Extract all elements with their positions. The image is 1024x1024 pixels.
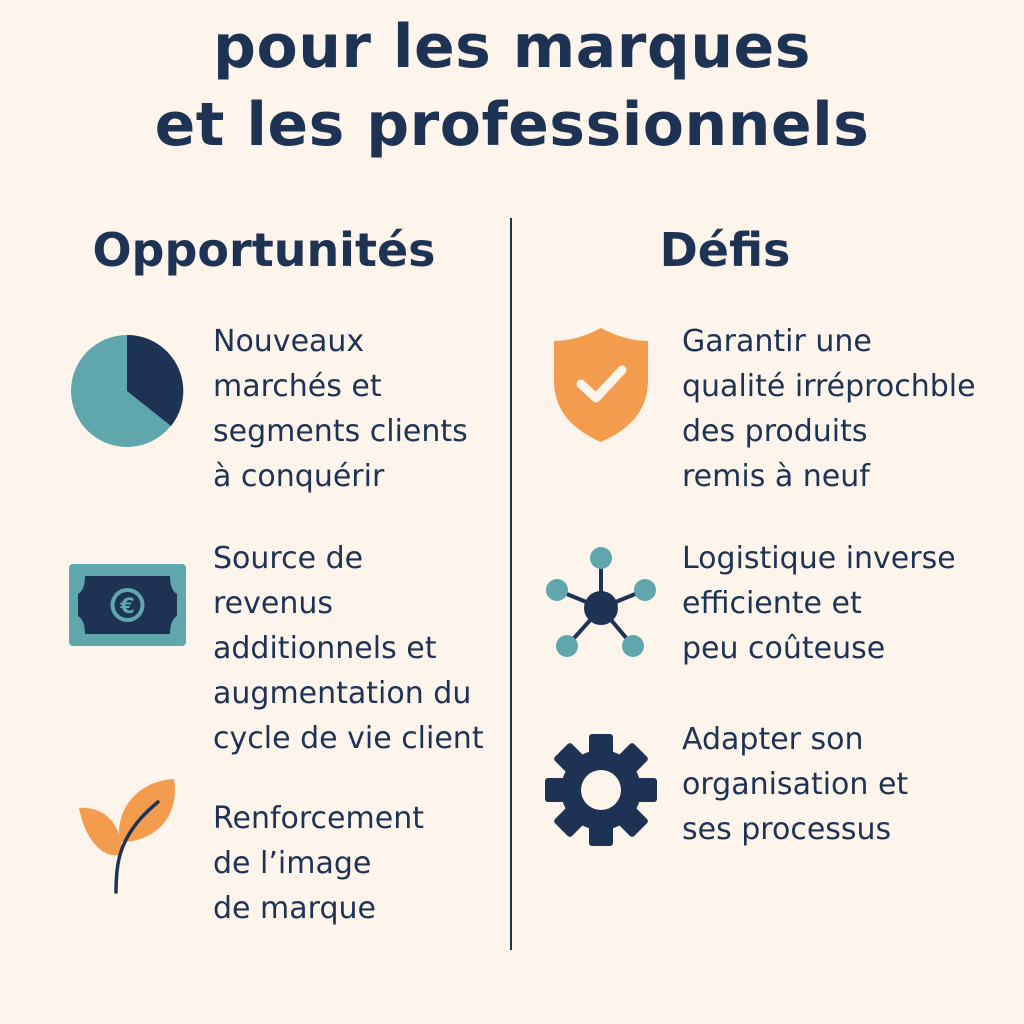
opportunity-3-line-3: de marque (213, 891, 376, 926)
challenge-1-line-2: qualité irréprochble (682, 369, 976, 404)
euro-banknote-icon: € (69, 564, 186, 646)
leaf-sprout-icon (76, 776, 180, 894)
opportunity-2-line-4: augmentation du (213, 676, 472, 711)
challenges-heading: Défis (659, 223, 791, 277)
challenge-item-quality: Garantir une qualité irréprochble des pr… (682, 319, 976, 499)
opportunity-2-line-5: cycle de vie client (213, 721, 484, 756)
challenge-1-line-1: Garantir une (682, 324, 872, 359)
opportunity-2-line-2: revenus (213, 586, 333, 621)
opportunity-2-line-3: additionnels et (213, 631, 437, 666)
opportunity-item-brand-image: Renforcement de l’image de marque (213, 796, 424, 931)
column-divider (510, 218, 512, 950)
challenge-1-line-3: des produits (682, 414, 868, 449)
opportunity-2-line-1: Source de (213, 541, 364, 576)
gear-icon (545, 734, 657, 846)
challenge-2-line-3: peu coûteuse (682, 631, 886, 666)
opportunity-1-line-4: à conquérir (213, 459, 385, 494)
opportunity-1-line-3: segments clients (213, 414, 468, 449)
challenge-2-line-2: efficiente et (682, 586, 862, 621)
opportunity-item-revenue: Source de revenus additionnels et augmen… (213, 536, 484, 761)
challenge-item-organisation: Adapter son organisation et ses processu… (682, 717, 908, 852)
challenge-item-logistics: Logistique inverse efficiente et peu coû… (682, 536, 956, 671)
opportunities-heading: Opportunités (92, 223, 436, 277)
challenge-3-line-1: Adapter son (682, 722, 864, 757)
opportunity-3-line-2: de l’image (213, 846, 372, 881)
opportunity-1-line-2: marchés et (213, 369, 382, 404)
title-line-2: et les professionnels (154, 90, 870, 160)
title-line-1: pour les marques (213, 12, 811, 82)
network-hub-icon (545, 546, 659, 660)
page-title: pour les marques et les professionnels (0, 8, 1024, 164)
opportunity-item-new-markets: Nouveaux marchés et segments clients à c… (213, 319, 468, 499)
opportunity-3-line-1: Renforcement (213, 801, 424, 836)
challenge-2-line-1: Logistique inverse (682, 541, 956, 576)
euro-symbol: € (119, 594, 135, 618)
opportunity-1-line-1: Nouveaux (213, 324, 365, 359)
pie-chart-icon (70, 334, 184, 448)
challenge-3-line-2: organisation et (682, 767, 909, 802)
challenge-3-line-3: ses processus (682, 812, 892, 847)
shield-check-icon (552, 326, 650, 444)
challenge-1-line-4: remis à neuf (682, 459, 870, 494)
